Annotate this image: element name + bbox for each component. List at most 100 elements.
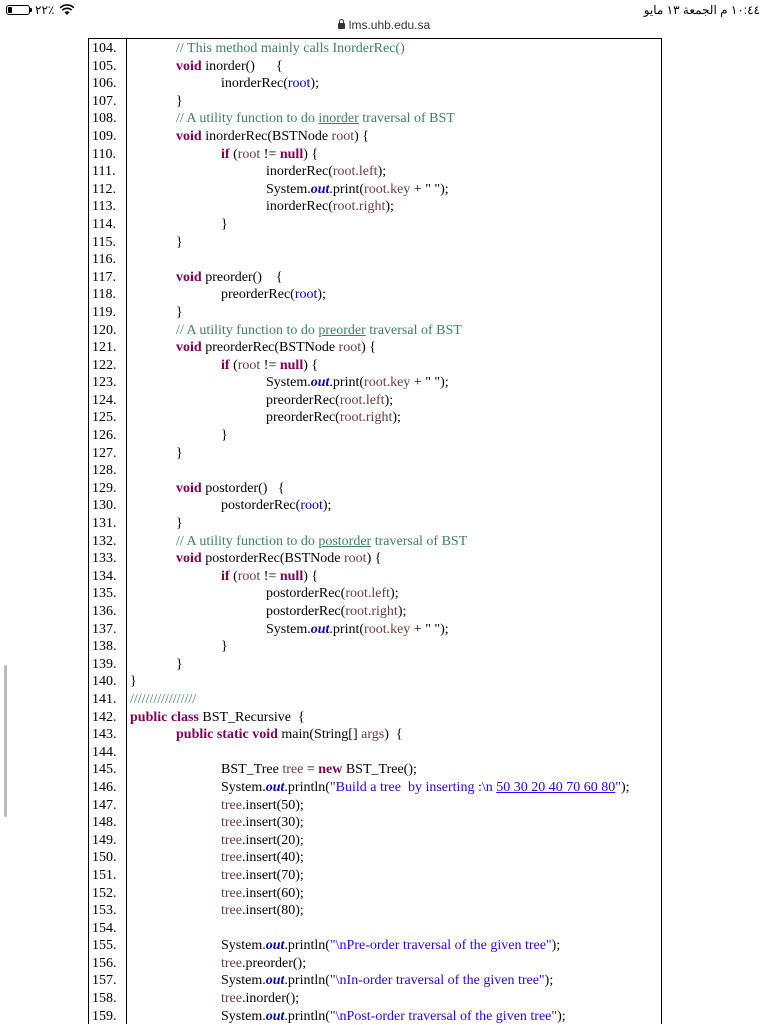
code-token: .insert(40); [241,850,304,866]
code-token: inorderRec(root.right); [130,198,394,216]
line-number: 107. [92,93,117,109]
code-token: root.key [364,621,411,637]
code-token: main(String[] [277,727,362,743]
scrollbar[interactable] [4,665,7,817]
line-number: 123. [92,375,117,391]
address-bar[interactable]: lms.uhb.edu.sa [0,18,768,38]
line-number: 150. [92,850,117,866]
code-line: 105.void inorder() { [92,58,672,76]
code-token: .insert(60); [241,885,304,901]
code-token: tree [221,797,242,813]
code-token: ///////////////// [130,691,197,707]
code-token: System.out.print(root.key + " "); [130,374,449,392]
line-number: 146. [92,779,117,795]
code-token: ) { [361,340,376,356]
code-token: .insert(20); [241,832,304,848]
code-token: ) { [303,568,319,584]
code-token: System.out.println("\nIn-order traversal… [130,972,553,990]
line-number: 118. [92,287,116,303]
line-number: 152. [92,885,117,901]
code-token: ); [310,76,319,92]
code-token: args [361,727,385,743]
code-token: void postorderRec(BSTNode root) { [130,550,381,568]
code-token: null [279,357,304,373]
code-token: out [265,938,285,954]
code-line: 136.postorderRec(root.right); [92,603,672,621]
code-line: 151.tree.insert(70); [92,867,672,885]
code-token: } [221,428,228,444]
code-token: tree.insert(70); [130,867,304,885]
code-line: 139.} [92,656,672,674]
code-token: .print( [329,181,365,197]
code-line: 109.void inorderRec(BSTNode root) { [92,128,672,146]
code-token: + " "); [410,181,449,197]
code-line: 129.void postorder() { [92,480,672,498]
code-token: void inorderRec(BSTNode root) { [130,128,369,146]
code-token: } [176,93,183,109]
code-line: 141.///////////////// [92,691,672,709]
code-line: 110.if (root != null) { [92,146,672,164]
line-number: 115. [92,234,116,250]
code-line: 117.void preorder() { [92,269,672,287]
code-line: 144. [92,744,672,762]
code-token: ); [551,938,561,954]
code-token: // This method mainly calls InorderRec() [176,41,405,56]
code-line: 137.System.out.print(root.key + " "); [92,621,672,639]
line-number: 104. [92,41,117,56]
code-token: tree [221,991,242,1007]
code-line: 134.if (root != null) { [92,568,672,586]
code-token: tree.preorder(); [130,955,306,973]
line-number: 140. [92,674,117,690]
code-token: inorderRec(root.left); [130,163,386,181]
code-token: .insert(80); [241,903,304,919]
code-token: root [331,128,355,144]
code-token: void [176,480,202,496]
code-token: } [221,639,228,655]
line-number: 117. [92,269,116,285]
code-token: ) { [354,128,369,144]
code-line: 152.tree.insert(60); [92,885,672,903]
code-token: // A utility function to do [176,111,319,127]
line-number: 131. [92,516,117,532]
code-token: null [279,146,304,162]
code-line: 126.} [92,427,672,445]
code-token: out [310,181,330,197]
code-token: inorderRec( [221,76,288,92]
code-line: 153.tree.insert(80); [92,902,672,920]
line-number: 133. [92,551,117,567]
code-token: preorderRec( [266,410,340,426]
code-listing: 104. // This method mainly calls InorderR… [92,40,672,1025]
line-number: 129. [92,480,117,496]
code-line: 121.void preorderRec(BSTNode root) { [92,339,672,357]
code-token: tree.insert(30); [130,814,304,832]
code-line: 130.postorderRec(root); [92,497,672,515]
status-left: ٢٢٪ [6,3,75,17]
code-token: // A utility function to do inorder trav… [130,110,455,128]
line-number: 155. [92,938,117,954]
code-token: root.key [364,375,411,391]
line-number: 134. [92,568,117,584]
code-token: ) { [303,357,319,373]
code-token: tree [221,850,242,866]
code-line: 113.inorderRec(root.right); [92,198,672,216]
code-token: System. [221,973,266,989]
code-token: tree [221,867,242,883]
code-line: 123. System.out.print(root.key + " "); [92,374,672,392]
code-line: 156.tree.preorder(); [92,955,672,973]
code-token: } [130,445,183,463]
line-number: 149. [92,832,117,848]
line-number: 145. [92,762,117,778]
line-number: 128. [92,463,117,479]
code-token: postorderRec(root.right); [130,603,406,621]
code-token: System.out.println("Build a tree by inse… [130,779,630,797]
code-token: postorderRec( [266,586,346,602]
code-token: root.key [364,181,411,197]
code-token: preorderRec( [266,392,340,408]
code-line: 145.BST_Tree tree = new BST_Tree(); [92,761,672,779]
battery-icon [6,5,32,15]
code-token: void [176,58,202,74]
code-token: } [130,656,183,674]
code-token: public class BST_Recursive { [130,709,305,727]
code-line: 119.} [92,304,672,322]
status-time-date: ١٠:٤٤ م الجمعة ١٣ مايو [643,3,760,17]
